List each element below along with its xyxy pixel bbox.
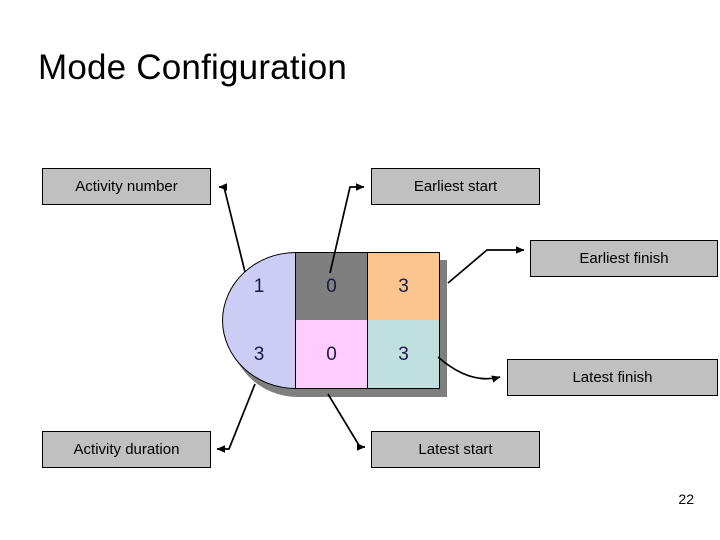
cell-latest-start[interactable]: 0 — [295, 320, 368, 389]
latest-finish-connector — [437, 356, 501, 383]
latest-start-connector — [327, 393, 366, 451]
page-title: Mode Configuration — [38, 48, 348, 87]
label-activity-duration[interactable]: Activity duration — [42, 431, 211, 468]
label-earliest-finish[interactable]: Earliest finish — [530, 240, 718, 277]
label-latest-finish[interactable]: Latest finish — [507, 359, 718, 396]
cell-activity-duration[interactable]: 3 — [222, 320, 296, 389]
cell-latest-finish[interactable]: 3 — [367, 320, 440, 389]
node-body: 1 0 3 3 0 3 — [222, 252, 440, 389]
cell-earliest-start[interactable]: 0 — [295, 252, 368, 321]
label-latest-start[interactable]: Latest start — [371, 431, 540, 468]
cell-earliest-finish[interactable]: 3 — [367, 252, 440, 321]
activity-node-diagram: 1 0 3 3 0 3 — [222, 252, 447, 397]
label-activity-number[interactable]: Activity number — [42, 168, 211, 205]
earliest-finish-connector — [447, 246, 525, 284]
label-earliest-start[interactable]: Earliest start — [371, 168, 540, 205]
page-number: 22 — [678, 491, 694, 507]
cell-activity-number[interactable]: 1 — [222, 252, 296, 321]
